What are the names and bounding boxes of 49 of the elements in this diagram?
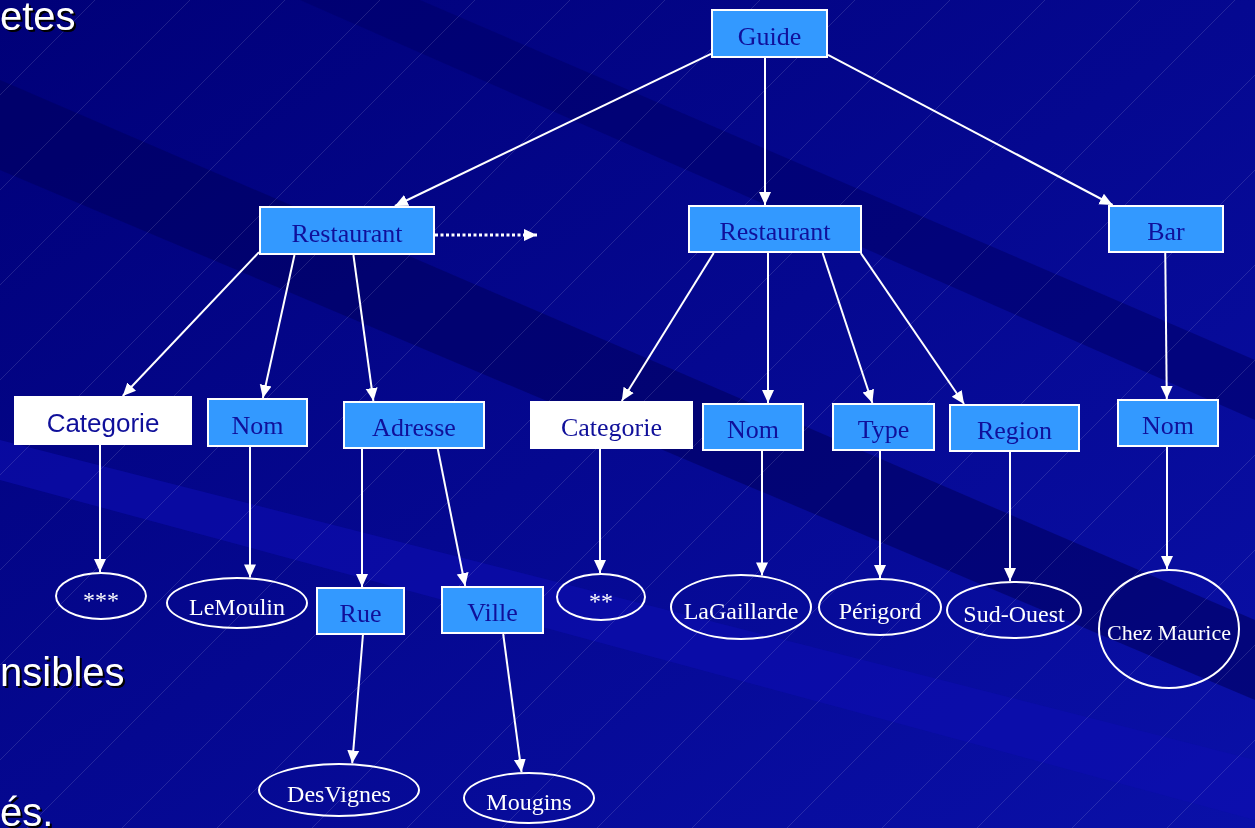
element-box: Nom [702,403,804,451]
value-ellipse: *** [55,572,147,620]
arrow [347,634,364,765]
element-box: Restaurant [259,206,435,255]
value-ellipse: Chez Maurice [1098,569,1240,689]
element-box: Nom [1117,399,1219,447]
dotted-arrow [435,229,537,241]
value-ellipse: Sud-Ouest [946,581,1082,639]
slide-text: és. [0,792,54,828]
value-ellipse: DesVignes [258,763,420,817]
value-ellipse: Périgord [818,578,942,636]
arrow [502,633,526,774]
value-ellipse: ** [556,573,646,621]
arrow [1161,446,1173,570]
element-box: Categorie [530,401,693,449]
value-ellipse: Mougins [463,772,595,824]
slide-text: nsibles [0,652,125,692]
arrow [827,53,1114,206]
element-box: Categorie [14,396,192,445]
element-box: Bar [1108,205,1224,253]
element-box: Adresse [343,401,485,449]
arrow [756,450,768,577]
arrow [859,252,966,405]
arrow [259,254,296,399]
slide-text: etes [0,0,76,36]
element-box: Ville [441,586,544,634]
arrow [121,251,260,397]
arrow [594,448,606,574]
arrow [436,448,469,587]
element-box: Guide [711,9,828,58]
element-box: Rue [316,587,405,635]
arrow [1004,451,1016,583]
arrow [1160,252,1173,400]
arrow [356,448,368,588]
arrow [620,252,715,402]
arrow [352,254,378,402]
element-box: Nom [207,398,308,447]
element-box: Restaurant [688,205,862,253]
arrow [94,444,106,573]
element-box: Region [949,404,1080,452]
arrow [762,252,774,404]
arrow [393,52,712,207]
arrow [759,57,771,206]
arrow [874,450,886,579]
arrow [244,446,256,579]
value-ellipse: LeMoulin [166,577,308,629]
element-box: Type [832,403,935,451]
value-ellipse: LaGaillarde [670,574,812,640]
arrow [821,252,874,404]
